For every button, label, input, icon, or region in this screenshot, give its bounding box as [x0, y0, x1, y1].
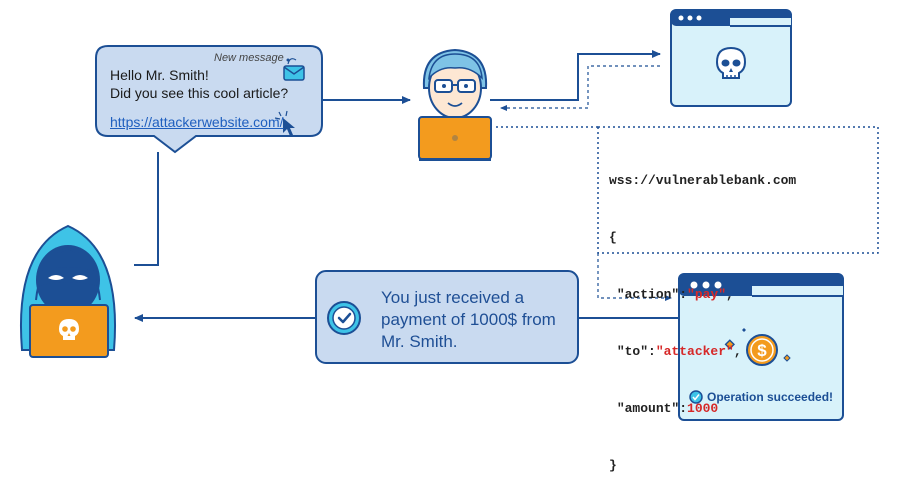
message-line-2: Did you see this cool article?	[110, 85, 289, 101]
attacker-link[interactable]: https://attackerwebsite.com/	[110, 114, 284, 130]
arrow-request-to-bank-dashed	[597, 253, 672, 301]
request-url: wss://vulnerablebank.com	[609, 173, 797, 188]
request-amount-line: "amount":1000	[616, 401, 719, 416]
phishing-csrf-diagram: $	[20, 9, 879, 421]
request-box	[597, 126, 879, 254]
victim-laptop	[418, 116, 492, 160]
hacker-skull-icon	[59, 319, 79, 340]
arrow-victim-to-browser	[490, 50, 661, 101]
notification-box	[315, 270, 579, 364]
dollar-coin-icon: $	[724, 328, 791, 366]
request-action-line: "action":"pay",	[616, 287, 734, 302]
notification-line-1: You just received a	[381, 288, 525, 307]
mail-icon	[283, 58, 305, 81]
request-close-brace: }	[609, 458, 617, 473]
message-line-1: Hello Mr. Smith!	[110, 67, 209, 83]
notification-line-3: Mr. Smith.	[381, 332, 458, 351]
check-icon	[327, 301, 361, 335]
arrow-browser-to-victim-dashed	[500, 65, 660, 111]
check-icon-small	[689, 390, 703, 404]
request-open-brace: {	[609, 230, 617, 245]
bubble-connector-line	[134, 152, 159, 266]
skull-icon	[715, 46, 747, 79]
request-code: wss://vulnerablebank.com { "action":"pay…	[609, 133, 796, 494]
message-bubble	[95, 45, 323, 154]
message-header: New message	[214, 52, 284, 64]
svg-text:$: $	[757, 341, 767, 360]
cursor-icon	[274, 110, 295, 136]
notification-line-2: payment of 1000$ from	[381, 310, 556, 329]
notification-text: You just received a payment of 1000$ fro…	[381, 287, 556, 353]
bank-status-text: Operation succeeded!	[707, 390, 834, 404]
request-to-line: "to":"attacker",	[616, 344, 742, 359]
